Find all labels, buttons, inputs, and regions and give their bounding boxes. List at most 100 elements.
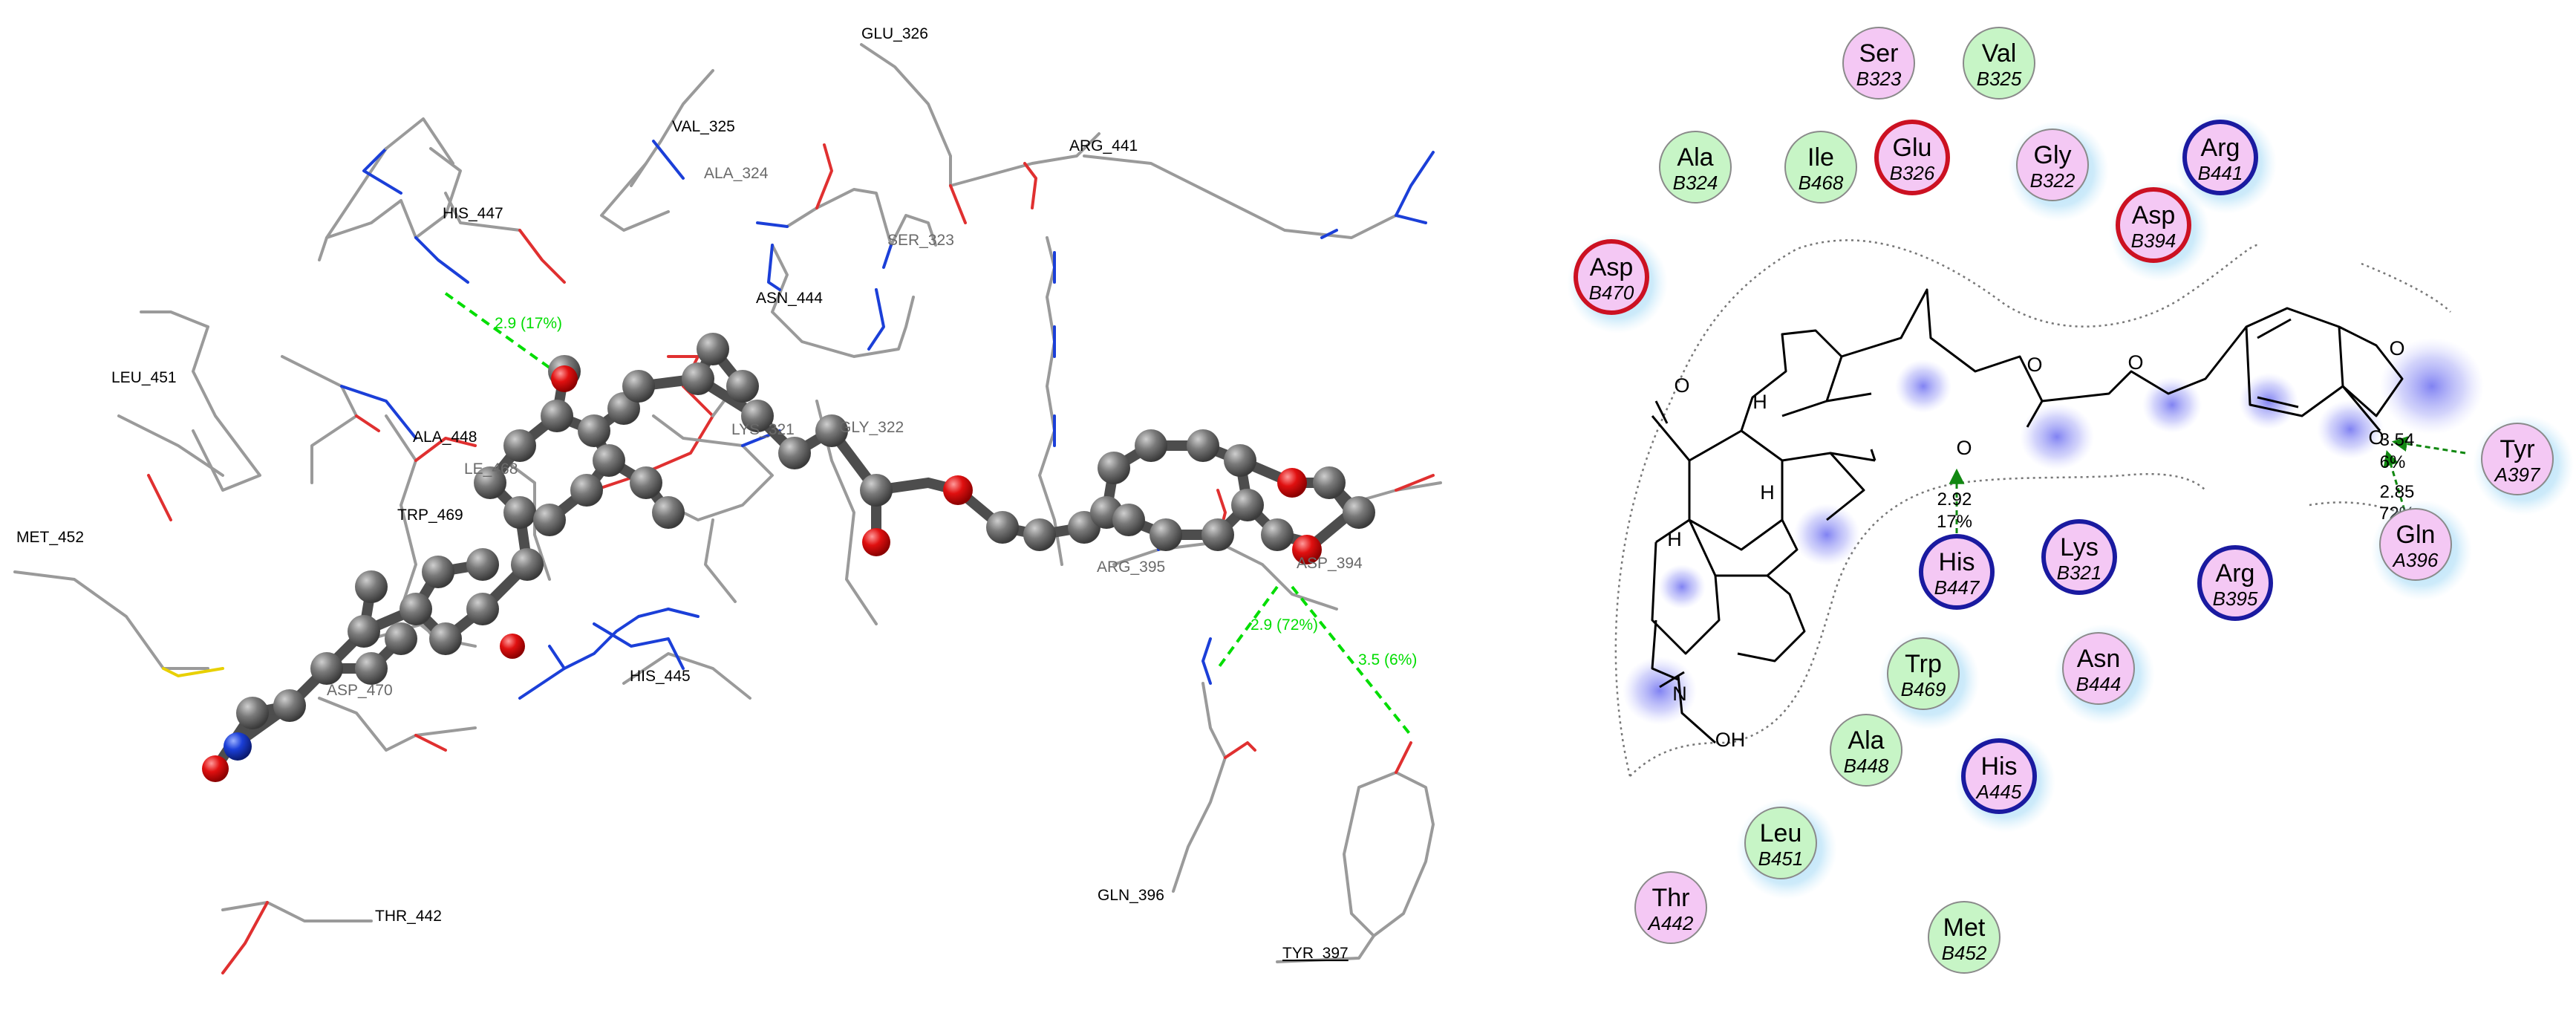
residue-name: Asp — [1590, 253, 1634, 281]
ligand-ball-and-stick — [202, 333, 1375, 782]
residue-number: B470 — [1589, 281, 1634, 304]
residue-name: Met — [1943, 914, 1986, 942]
atom-o-top: O — [1674, 374, 1689, 397]
residue-disc — [1634, 871, 1707, 944]
residue-disc — [2116, 187, 2191, 263]
residue-number: B394 — [2131, 230, 2176, 252]
residue-number: B395 — [2213, 588, 2258, 610]
atom-h1: H — [1752, 391, 1767, 413]
residue-number: B321 — [2057, 562, 2102, 584]
residue-number: B469 — [1901, 678, 1946, 700]
hbond-2d-tyr397-occupancy: 6% — [2380, 452, 2406, 472]
label-3d-ala448: ALA_448 — [413, 429, 477, 446]
residue-name: Tyr — [2500, 435, 2534, 463]
residue-name: Ser — [1859, 39, 1899, 68]
label-3d-gly322: GLY_322 — [839, 419, 904, 436]
residue-disc — [1659, 131, 1732, 204]
residue-disc — [1744, 807, 1817, 879]
label-3d-val325: VAL_325 — [672, 118, 735, 135]
panel-3d-view: GLU_326 VAL_325 ALA_324 ARG_441 HIS_447 … — [13, 25, 1442, 974]
ligand-atom-labels: O H H H N OH O O O O O — [1667, 337, 2404, 751]
residue-number: B451 — [1758, 847, 1804, 870]
atom-n-oxime: N — [1672, 683, 1687, 705]
hbond-3d-gln396: 2.9 (72%) — [1250, 616, 1318, 634]
residue-name: Ile — [1807, 143, 1834, 172]
atom-o-ester2: O — [2127, 351, 2143, 374]
label-3d-met452: MET_452 — [16, 529, 84, 546]
residue-name: His — [1938, 548, 1975, 576]
residue-disc — [2197, 545, 2273, 621]
residue-number: A396 — [2392, 549, 2439, 571]
atom-h2: H — [1760, 481, 1775, 504]
atom-h-left: H — [1667, 528, 1682, 550]
residue-disc — [1574, 239, 1649, 315]
panel-2d-diagram: O H H H N OH O O O O O 2.92 17% 3.54 6% … — [1567, 27, 2574, 974]
atom-o-ketone-side: O — [1956, 437, 1972, 459]
label-3d-asp470: ASP_470 — [327, 682, 393, 699]
residue-name: His — [1980, 752, 2017, 781]
label-3d-lys321: LYS_321 — [731, 421, 795, 438]
residue-disc — [1928, 901, 2001, 974]
label-3d-arg441: ARG_441 — [1069, 137, 1138, 154]
label-3d-ser323: SER_323 — [887, 232, 954, 249]
label-3d-asp394: ASP_394 — [1297, 555, 1363, 572]
residue-number: B447 — [1934, 576, 1980, 599]
label-3d-trp469: TRP_469 — [397, 507, 463, 524]
residue-disc — [2182, 120, 2258, 195]
label-3d-his445: HIS_445 — [630, 668, 691, 685]
label-3d-gln396: GLN_396 — [1098, 887, 1164, 904]
residue-name: Gln — [2396, 521, 2436, 549]
atom-oh: OH — [1715, 729, 1746, 751]
residue-disc — [2016, 128, 2089, 201]
residue-labels-3d: GLU_326 VAL_325 ALA_324 ARG_441 HIS_447 … — [16, 25, 1363, 962]
hbond-2d-his447-distance: 2.92 — [1937, 489, 1972, 510]
residue-name: Ala — [1848, 726, 1884, 755]
atom-o-ester1: O — [2026, 354, 2042, 376]
label-3d-tyr397: TYR_397 — [1282, 945, 1349, 962]
label-3d-ala324: ALA_324 — [704, 165, 769, 182]
label-3d-glu326: GLU_326 — [861, 25, 928, 42]
residue-name: Thr — [1652, 884, 1690, 912]
label-3d-his447: HIS_447 — [443, 205, 503, 222]
residue-disc — [1784, 131, 1857, 204]
hbond-2d-his447-occupancy: 17% — [1937, 512, 1972, 532]
residue-number: B325 — [1977, 68, 2022, 90]
hbond-lines-3d — [444, 292, 1412, 737]
hbond-3d-tyr397: 3.5 (6%) — [1358, 651, 1417, 668]
residue-name: Arg — [2201, 134, 2240, 162]
ligand-2d-structure — [1651, 288, 2404, 744]
atom-o-diox2: O — [2368, 426, 2384, 449]
residue-disc — [1842, 27, 1915, 100]
hbond-3d-his447: 2.9 (17%) — [495, 315, 562, 332]
residue-name: Gly — [2034, 141, 2072, 169]
residue-name: Arg — [2216, 559, 2255, 588]
residue-number: B452 — [1942, 942, 1987, 964]
label-3d-asn444: ASN_444 — [756, 290, 823, 307]
residue-number: A445 — [1975, 781, 2022, 803]
residue-number: B444 — [2076, 673, 2122, 695]
protein-residue-sticks — [13, 43, 1442, 974]
residue-number: B468 — [1799, 172, 1844, 194]
residue-disc — [2041, 519, 2117, 595]
residue-disc — [2481, 423, 2554, 495]
ligand-2d-double-bonds — [1654, 318, 2299, 689]
residue-number: A442 — [1647, 912, 1694, 934]
